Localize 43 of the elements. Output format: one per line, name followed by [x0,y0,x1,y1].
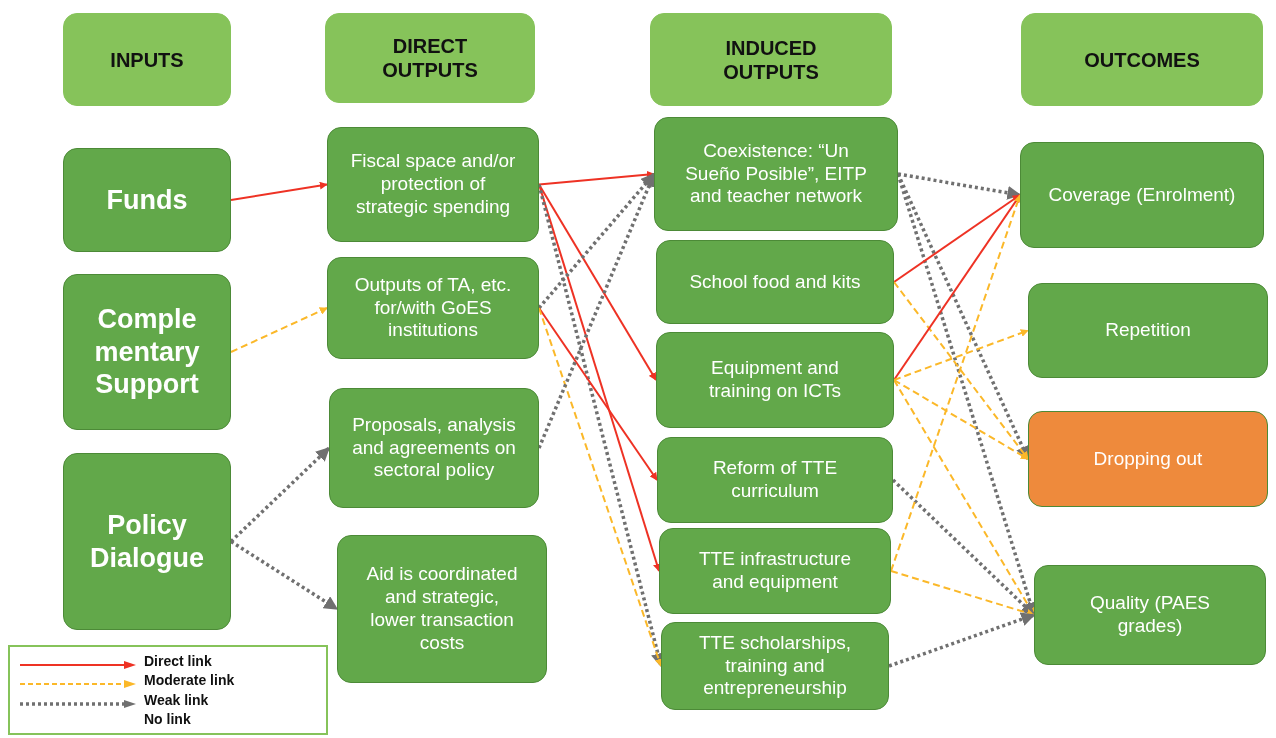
arrow [537,172,656,310]
process-box: Coexistence: “Un Sueño Posible”, EITP and teacher network [654,117,898,231]
arrow [229,446,331,543]
legend-label: Moderate link [144,673,235,688]
arrow [893,194,1021,283]
column-header: OUTCOMES [1021,13,1263,106]
arrow [893,281,1029,460]
input-box: Comple mentary Support [63,274,231,430]
input-box: Policy Dialogue [63,453,231,630]
arrow [230,181,328,201]
arrow [890,194,1022,572]
process-box: Proposals, analysis and agreements on sectoral policy [329,388,539,508]
input-box: Funds [63,148,231,252]
process-box: Dropping out [1028,411,1268,507]
arrow [888,612,1036,668]
column-header: INDUCED OUTPUTS [650,13,892,106]
column-header: INPUTS [63,13,231,106]
arrow [538,307,663,667]
arrow [890,570,1035,617]
process-box: Repetition [1028,283,1268,378]
arrow [230,540,339,611]
process-box: Fiscal space and/or protection of strategic spending [327,127,539,242]
arrow [893,329,1029,381]
process-box: Equipment and training on ICTs [656,332,894,428]
process-box: Reform of TTE curriculum [657,437,893,523]
arrow [893,379,1029,460]
legend-label: Direct link [144,653,212,668]
process-box: Quality (PAES grades) [1034,565,1266,665]
arrow [538,307,658,481]
column-header: DIRECT OUTPUTS [325,13,535,103]
process-box: TTE infrastructure and equipment [659,528,891,614]
process-box: School food and kits [656,240,894,324]
arrow [897,172,1022,200]
legend-label: Weak link [144,692,209,707]
legend-label: No link [144,712,191,727]
arrow [538,170,655,186]
arrow [891,478,1036,617]
process-box: Coverage (Enrolment) [1020,142,1264,248]
process-box: Aid is coordinated and strategic, lower transaction costs [337,535,547,683]
arrow [230,307,328,353]
arrow [896,173,1030,461]
process-box: TTE scholarships, training and entrepreneurship [661,622,889,710]
process-box: Outputs of TA, etc. for/with GoES institutions [327,257,539,359]
